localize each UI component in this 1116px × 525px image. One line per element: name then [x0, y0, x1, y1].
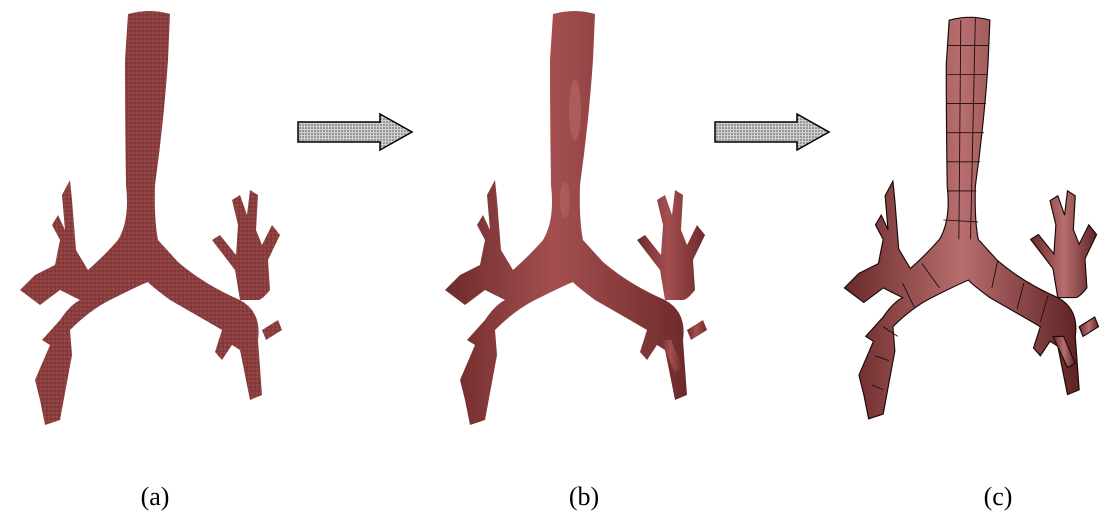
caption-c: (c)	[958, 482, 1038, 512]
panel-c	[825, 0, 1116, 440]
arrow-b-to-c	[713, 112, 833, 157]
caption-a: (a)	[115, 482, 195, 512]
right-arrow-icon	[713, 112, 833, 152]
caption-b: (b)	[544, 482, 624, 512]
arrow-a-to-b	[296, 112, 416, 157]
airway-tree-quad-mesh	[825, 0, 1116, 440]
panel-b	[425, 0, 725, 440]
right-arrow-icon	[296, 112, 416, 152]
airway-tree-smooth-surface	[425, 0, 725, 440]
airway-tree-mesh-dense	[0, 0, 300, 440]
panel-a	[0, 0, 300, 440]
